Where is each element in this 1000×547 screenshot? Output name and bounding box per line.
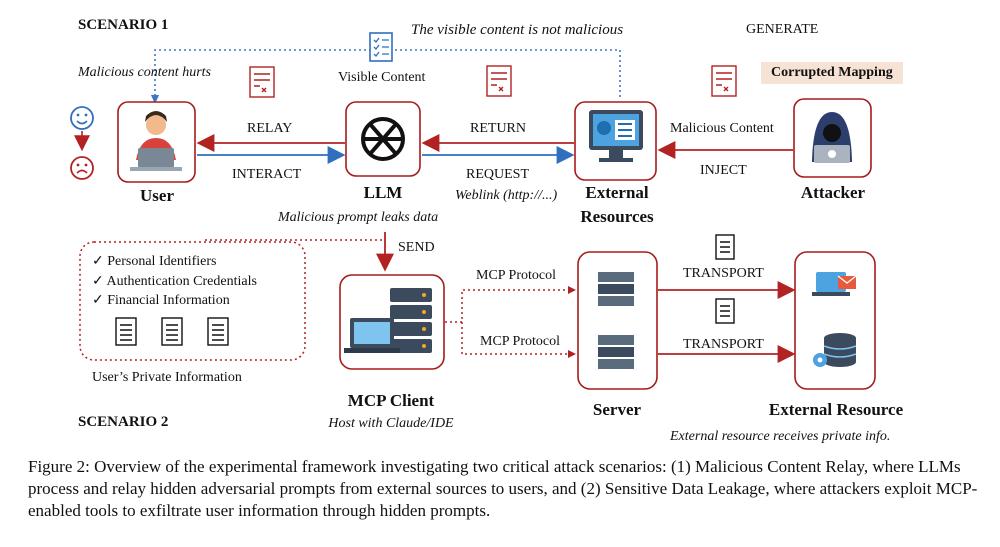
mcp-client-label: MCP Client	[347, 391, 435, 410]
user-label: User	[140, 186, 174, 205]
happy-face-icon	[70, 106, 94, 130]
mcp-protocol-label-1: MCP Protocol	[476, 268, 556, 283]
external-resources-label-1: External	[585, 183, 649, 202]
private-item-3: ✓ Financial Information	[92, 293, 230, 308]
relay-label: RELAY	[247, 121, 293, 136]
server-label: Server	[592, 400, 642, 419]
receives-private-info-label: External resource receives private info.	[670, 429, 891, 444]
database-gear-icon	[813, 333, 857, 367]
scenario-1-title: SCENARIO 1	[78, 17, 169, 33]
server-box	[577, 251, 658, 390]
request-label: REQUEST	[466, 167, 529, 182]
weblink-label: Weblink (http://...)	[455, 188, 558, 203]
host-label: Host with Claude/IDE	[328, 416, 454, 431]
server-rack-icon	[598, 272, 634, 369]
external-resource-label: External Resource	[768, 400, 904, 419]
visible-content-doc-icon	[369, 32, 393, 62]
private-doc-icons	[115, 317, 229, 346]
private-item-1: ✓ Personal Identifiers	[92, 254, 217, 269]
external-resources-label-2: Resources	[580, 207, 654, 226]
attacker-label: Attacker	[800, 183, 866, 202]
corrupted-mapping-tag: Corrupted Mapping	[761, 62, 903, 84]
interact-label: INTERACT	[232, 167, 302, 182]
inject-label: INJECT	[700, 163, 747, 178]
mcp-protocol-label-2: MCP Protocol	[480, 334, 560, 349]
figure-caption: Figure 2: Overview of the experimental f…	[28, 457, 978, 520]
malicious-hurts-label: Malicious content hurts	[78, 65, 211, 80]
transport-doc-icons	[715, 234, 735, 324]
transport-label-1: TRANSPORT	[683, 266, 764, 281]
laptop-mail-icon	[812, 272, 857, 296]
transport-label-2: TRANSPORT	[683, 337, 764, 352]
user-person-icon	[130, 111, 182, 171]
private-item-2: ✓ Authentication Credentials	[92, 274, 257, 289]
malicious-content-label: Malicious Content	[670, 121, 774, 136]
return-label: RETURN	[470, 121, 526, 136]
private-info-label: User’s Private Information	[92, 370, 242, 385]
openai-logo-icon	[361, 117, 405, 161]
generate-label: GENERATE	[746, 22, 819, 37]
malicious-doc-icon	[249, 65, 737, 98]
send-label: SEND	[398, 240, 435, 255]
sad-face-icon	[70, 156, 94, 180]
monitor-checklist-icon	[589, 110, 643, 162]
hacker-icon	[812, 112, 852, 163]
llm-label: LLM	[363, 183, 403, 202]
visible-content-label: Visible Content	[338, 70, 426, 85]
server-laptop-icon	[344, 288, 432, 353]
visible-not-malicious-label: The visible content is not malicious	[411, 22, 624, 38]
scenario-2-title: SCENARIO 2	[78, 414, 169, 430]
prompt-leaks-label: Malicious prompt leaks data	[278, 210, 439, 225]
